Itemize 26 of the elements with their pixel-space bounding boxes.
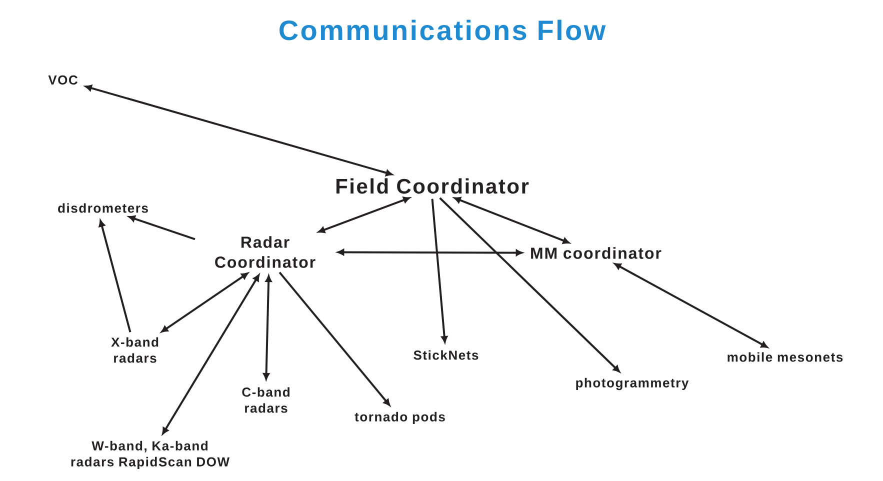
node-label: StickNets [414,350,478,360]
node-label: Field Coordinator [336,178,529,194]
arrow [85,84,392,176]
title: Communications Flow [280,20,606,40]
node-label: VOC [48,75,78,85]
arrow [263,275,272,380]
node-label: C-band radars [242,387,290,413]
node-label: Radar Coordinator [215,236,316,268]
node-label: disdrometers [58,203,148,213]
arrow [431,198,448,343]
node-label: mobile mesonets [728,352,843,362]
arrow [98,220,132,332]
arrow [278,272,390,406]
arrow [161,272,248,332]
node-label: tornado pods [354,412,445,424]
node-label: X-band radars [111,337,158,363]
arrow [614,263,768,348]
arrow [454,196,570,244]
arrow [439,197,620,372]
arrow [337,249,523,256]
arrow [162,274,260,434]
arrow [128,215,196,240]
arrow [318,196,410,234]
node-label: W-band, Ka-band radars RapidScan DOW [71,440,230,470]
node-label: photogrammetry [576,378,689,390]
node-label: MM coordinator [531,247,662,259]
